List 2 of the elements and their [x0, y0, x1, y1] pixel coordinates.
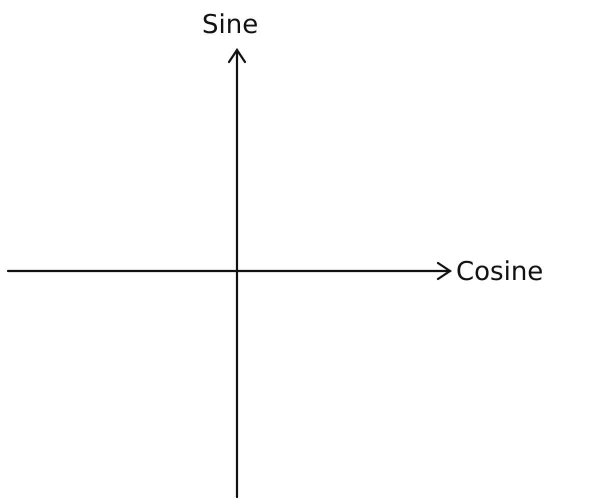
axis-label: Sine: [202, 12, 258, 38]
axis-label: Cosine: [456, 259, 544, 285]
